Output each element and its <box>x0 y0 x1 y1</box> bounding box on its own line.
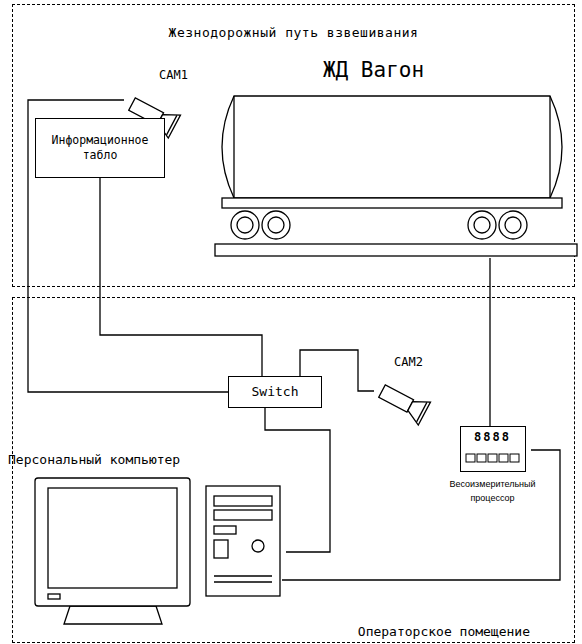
button <box>510 454 519 462</box>
processor-buttons <box>463 450 523 468</box>
monitor-stand <box>64 606 162 624</box>
wheel <box>468 211 496 239</box>
display-digits: 8888 <box>461 430 525 444</box>
processor-display: 8888 <box>460 426 526 472</box>
wagon-frame <box>222 198 562 208</box>
button <box>499 454 508 462</box>
wheel <box>499 211 527 239</box>
button <box>488 454 497 462</box>
weighing-processor-node: 8888Весоизмерительный процессор <box>440 424 545 516</box>
monitor-screen <box>48 488 177 588</box>
camera-node: CAM2 <box>368 355 448 423</box>
display-board-box: Информационное табло <box>35 118 165 178</box>
tank-wagon-drawing <box>212 58 575 260</box>
wagon-node: ЖД Вагон <box>212 58 575 260</box>
scale-platform <box>215 244 577 256</box>
computer-node: Персональный компьютер <box>8 452 286 627</box>
camera-label: CAM1 <box>118 68 203 82</box>
region-title: Жезнодорожный путь взвешивания <box>169 25 419 40</box>
operator-room-region: Операторское помещениеSwitchCAM2Персонал… <box>12 297 575 643</box>
wheel-hub <box>237 217 253 233</box>
computer-drawing <box>8 456 286 631</box>
wheel-hub <box>505 217 521 233</box>
tank-body <box>222 96 562 198</box>
processor-label: Весоизмерительный процессор <box>440 478 545 505</box>
wheel <box>231 211 259 239</box>
cable-line <box>28 100 228 392</box>
computer-label: Персональный компьютер <box>8 452 286 467</box>
button <box>477 454 486 462</box>
region-title: Операторское помещение <box>358 624 530 639</box>
wheel-hub <box>474 217 490 233</box>
switch-box: Switch <box>228 376 322 408</box>
camera-body <box>379 385 414 412</box>
box-label: Switch <box>252 384 299 401</box>
monitor <box>35 478 190 606</box>
camera-lens <box>404 395 430 425</box>
pc-tower <box>206 486 280 596</box>
box-label: Информационное табло <box>36 133 164 163</box>
wheel <box>262 211 290 239</box>
site-region: Жезнодорожный путь взвешиванияCAM1 ЖД Ваг… <box>12 4 575 287</box>
cable-line <box>489 258 490 426</box>
wheel-hub <box>268 217 284 233</box>
camera-label: CAM2 <box>368 355 448 369</box>
button <box>466 454 475 462</box>
wagon-title: ЖД Вагон <box>212 58 575 82</box>
